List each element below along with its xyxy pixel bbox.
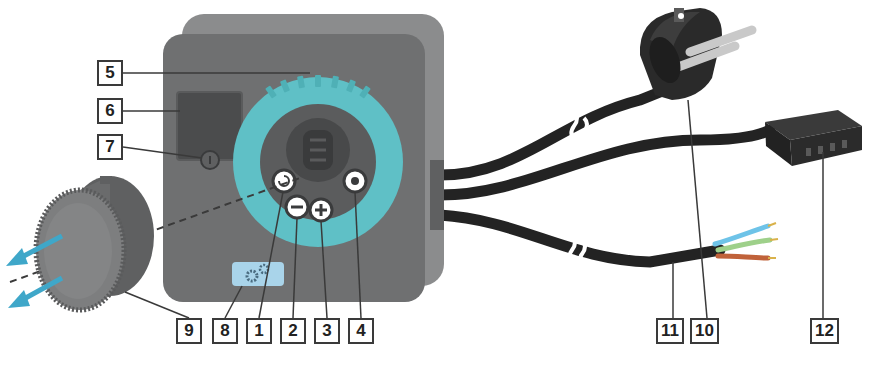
junction-box [765,110,862,166]
callout-number: 2 [280,318,306,344]
controller-body [163,14,444,302]
wire-ends [768,223,778,258]
callout-number: 6 [97,98,123,124]
callout-number: 7 [97,134,123,160]
plug [640,8,752,100]
callout-number: 4 [348,318,374,344]
removal-arrows [6,236,62,308]
callout-number: 5 [97,60,123,86]
wires [715,226,770,258]
cables [440,90,770,262]
callout-number: 12 [810,318,839,344]
callout-number: 9 [176,318,202,344]
leader-lines [123,73,823,318]
callout-number: 10 [690,318,719,344]
callout-number: 1 [246,318,272,344]
callout-number: 11 [656,318,684,344]
cable-breaks [569,112,587,270]
callout-number: 8 [212,318,238,344]
callout-number: 3 [314,318,340,344]
